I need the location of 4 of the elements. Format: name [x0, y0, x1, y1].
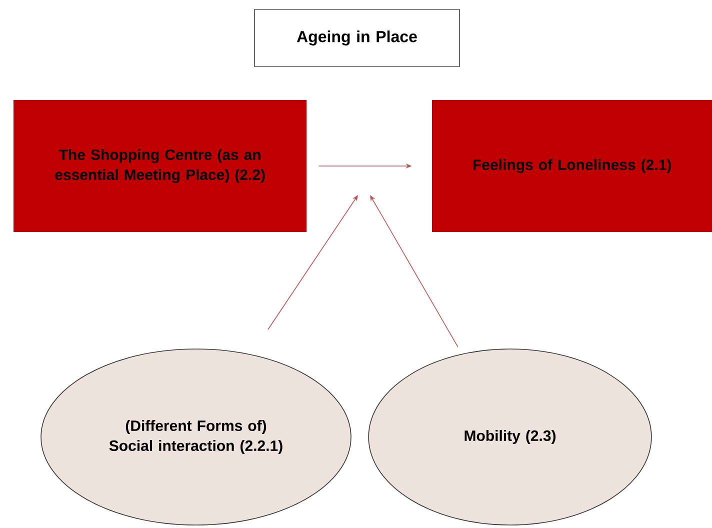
- arrow: [268, 195, 358, 330]
- title-box: Ageing in Place: [254, 9, 460, 67]
- concept-box: Feelings of Loneliness (2.1): [432, 100, 712, 232]
- concept-box: The Shopping Centre (as an essential Meeting Place) (2.2): [14, 100, 306, 232]
